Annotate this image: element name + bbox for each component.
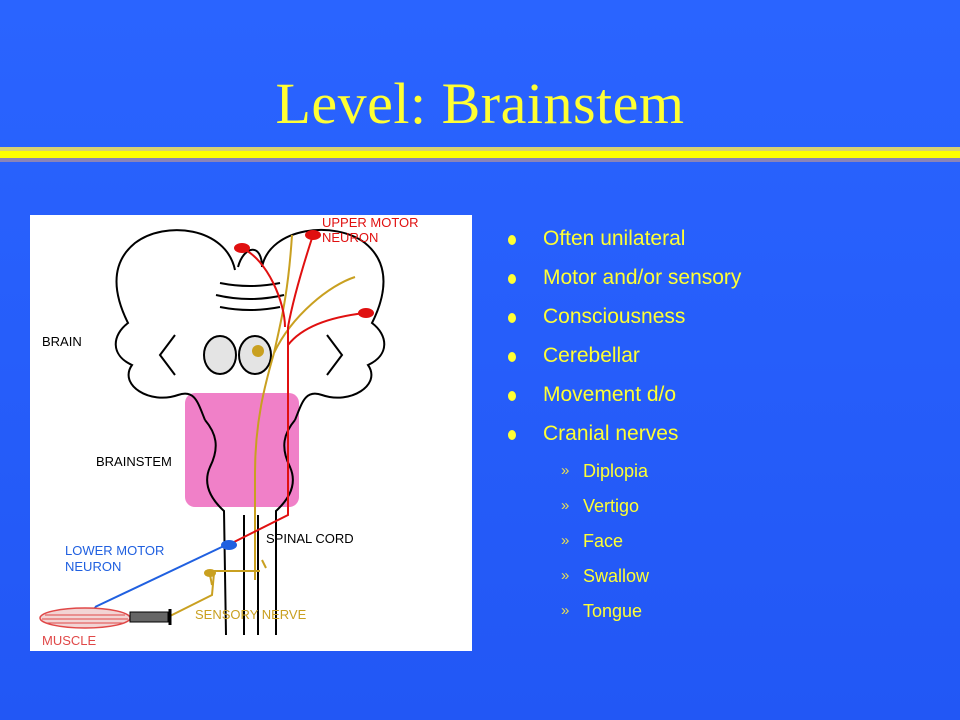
label-upper-motor-1: UPPER MOTOR [322,215,419,230]
bullet-item: Motor and/or sensory [505,261,945,300]
bullet-dot-icon [508,430,516,440]
title-rule-top [0,147,960,151]
bullet-text: Cerebellar [543,344,640,367]
bullet-list: Often unilateral Motor and/or sensory Co… [505,222,945,631]
bullet-dot-icon [508,391,516,401]
sub-bullet-marker: » [561,497,570,514]
motor-pathway [231,234,366,544]
sub-bullet-text: Swallow [583,566,650,586]
upper-motor-neuron-3 [358,308,374,318]
sub-bullet-item: » Tongue [505,596,945,631]
muscle-fibers [42,614,128,624]
neuro-diagram: UPPER MOTOR NEURON BRAIN BRAINSTEM SPINA… [30,215,472,651]
slide-title: Level: Brainstem [275,71,685,136]
sensory-cell-thalamus [252,345,264,357]
sub-bullet-item: » Swallow [505,561,945,596]
bullet-dot-icon [508,352,516,362]
bullet-item: Movement d/o [505,378,945,417]
label-brain: BRAIN [42,334,82,349]
sensory-ganglion [204,569,216,577]
sub-bullet-marker: » [561,462,570,479]
label-spinal-cord: SPINAL CORD [266,531,354,546]
sensory-pathway [167,234,356,618]
bullet-dot-icon [508,313,516,323]
muscle [39,607,131,629]
title-rule-middle [0,151,960,158]
sub-bullet-text: Face [583,531,624,551]
bullet-text: Movement d/o [543,383,677,406]
sensory-receptor [129,611,169,623]
sub-bullet-text: Tongue [583,601,643,621]
bullet-item: Consciousness [505,300,945,339]
thalamus-left [203,335,237,375]
upper-motor-neuron-2 [305,230,321,240]
upper-motor-neuron-1 [234,243,250,253]
label-brainstem: BRAINSTEM [96,454,172,469]
bullet-dot-icon [508,274,516,284]
label-lower-motor-1: LOWER MOTOR [65,543,164,558]
sub-bullet-item: » Diplopia [505,456,945,491]
brainstem-region [185,393,299,507]
neuro-diagram-svg: UPPER MOTOR NEURON BRAIN BRAINSTEM SPINA… [39,215,419,648]
label-muscle: MUSCLE [42,633,97,648]
brain-outline [114,229,386,636]
sub-bullet-marker: » [561,602,570,619]
sub-bullet-item: » Face [505,526,945,561]
bullet-text: Often unilateral [543,227,686,250]
sub-bullet-text: Diplopia [583,461,649,481]
sub-bullet-marker: » [561,532,570,549]
bullet-dot-icon [508,235,516,245]
sub-bullet-text: Vertigo [583,496,640,516]
label-upper-motor-2: NEURON [322,230,378,245]
bullet-item: Cranial nerves [505,417,945,456]
bullet-item: Cerebellar [505,339,945,378]
lower-motor-neuron-body [221,540,237,550]
bullet-text: Consciousness [543,305,686,328]
sub-bullet-item: » Vertigo [505,491,945,526]
label-sensory-nerve: SENSORY NERVE [195,607,307,622]
bullet-text: Motor and/or sensory [543,266,742,289]
sub-bullet-marker: » [561,567,570,584]
bullet-item: Often unilateral [505,222,945,261]
title-rule-bottom [0,158,960,162]
bullet-text: Cranial nerves [543,422,679,445]
label-lower-motor-2: NEURON [65,559,121,574]
